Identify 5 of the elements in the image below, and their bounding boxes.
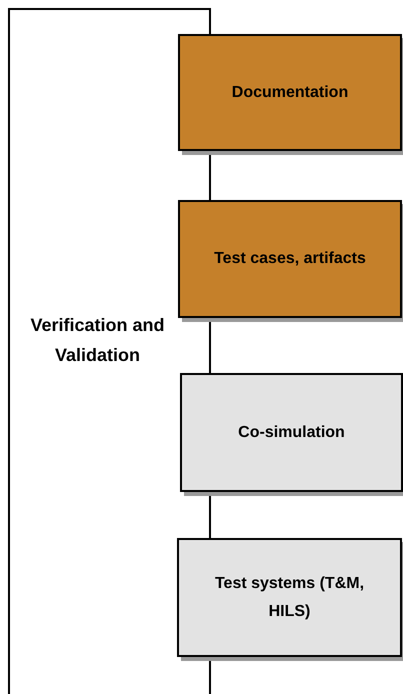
box-label: Test systems (T&M, HILS) xyxy=(214,574,366,622)
box-label: Test cases, artifacts xyxy=(213,249,367,269)
band-label: Verification and Validation xyxy=(29,314,166,367)
box-label: Documentation xyxy=(230,82,350,102)
box-label: Co-simulation xyxy=(237,422,346,442)
